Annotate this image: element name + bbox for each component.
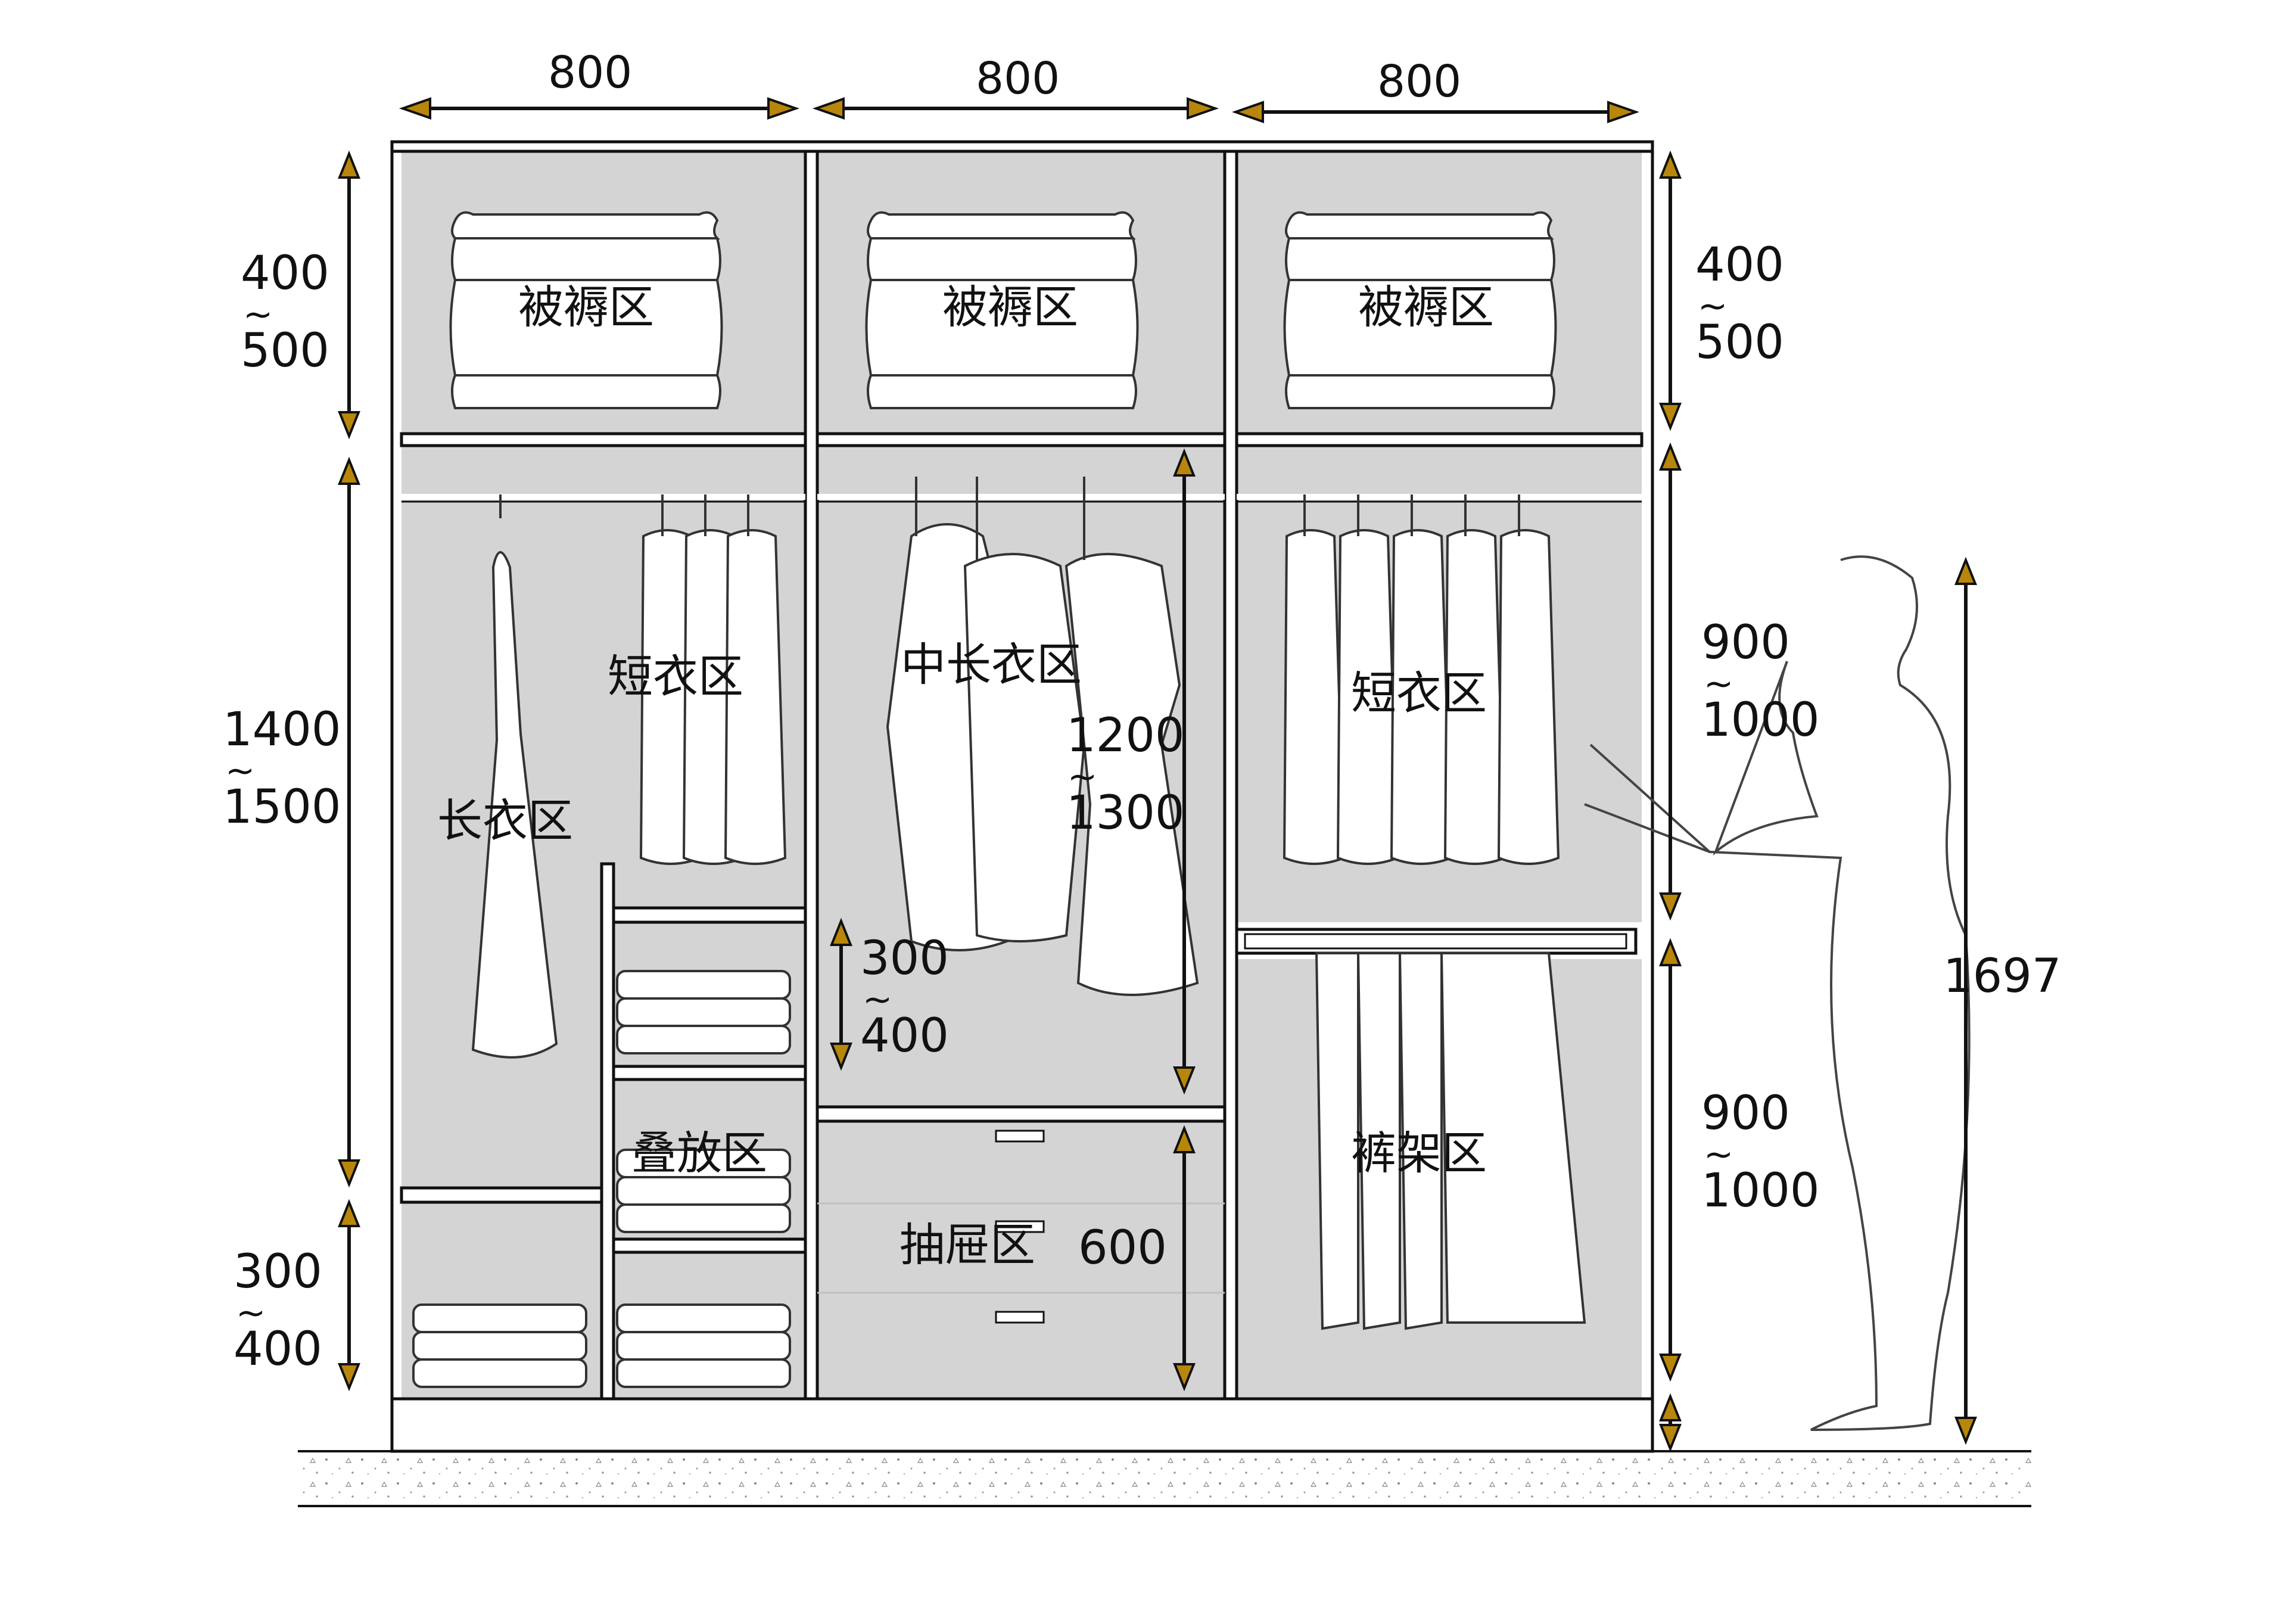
dim-mid-hang-a: 1200 (1066, 709, 1185, 763)
width-label-right: 800 (1377, 56, 1462, 107)
dim-left-mid-b: 1500 (223, 780, 341, 834)
dim-right-top-b: 500 (1695, 316, 1784, 369)
zone-medium-long: 中长衣区 (901, 638, 1082, 691)
bedding-stacks (449, 211, 1557, 409)
dim-arrow-right-mid (1659, 442, 1682, 921)
dim-left-bot-b: 400 (234, 1323, 322, 1376)
hanging-garments (471, 477, 1586, 1330)
dim-arrow-left-top (338, 150, 360, 440)
trousers (1315, 952, 1586, 1330)
floor (298, 1450, 2031, 1507)
dim-right-mid-b: 1000 (1701, 693, 1820, 747)
width-arrow-right (1231, 101, 1640, 123)
folded-clothes (412, 970, 791, 1388)
dim-left-top-b: 500 (241, 324, 329, 378)
dim-right-bot-tilde: ~ (1704, 1134, 1734, 1175)
width-label-left: 800 (548, 47, 633, 98)
dim-arrow-left-bot (338, 1199, 360, 1392)
zone-trousers: 裤架区 (1351, 1127, 1487, 1180)
folded-stack-fold-mid (616, 1149, 791, 1233)
dim-arrow-right-top (1659, 150, 1682, 431)
dim-left-mid-tilde: ~ (225, 750, 256, 792)
dim-mid-hang-tilde: ~ (1067, 756, 1098, 798)
dim-arrow-drawer (1173, 1125, 1196, 1392)
dim-drawer-height: 600 (1078, 1221, 1167, 1275)
short-shirts-right (1283, 494, 1560, 865)
dim-person-height: 1697 (1943, 950, 2062, 1003)
dim-left-bot-tilde: ~ (236, 1292, 266, 1334)
dim-mid-small-b: 400 (860, 1009, 949, 1063)
person-figure (1584, 555, 1971, 1431)
dim-right-bot-b: 1000 (1701, 1164, 1820, 1218)
dim-arrow-left-mid (338, 456, 360, 1188)
bedding-stack-left (449, 211, 723, 409)
zone-long: 长衣区 (437, 794, 573, 847)
zone-bedding-mid: 被褥区 (942, 281, 1078, 334)
dim-right-mid-tilde: ~ (1704, 663, 1734, 705)
folded-stack-fold-top (616, 970, 791, 1054)
dim-right-top-tilde: ~ (1698, 285, 1728, 327)
dim-right-mid-a: 900 (1701, 616, 1790, 670)
dim-right-bot-a: 900 (1701, 1087, 1790, 1140)
dim-arrow-person (1954, 556, 1977, 1445)
zone-drawer: 抽屉区 (899, 1218, 1035, 1271)
zone-bedding-left: 被褥区 (518, 281, 654, 334)
dim-arrow-right-plinth (1659, 1393, 1682, 1452)
zone-fold: 叠放区 (631, 1127, 767, 1180)
dim-right-top-a: 400 (1695, 238, 1784, 292)
dim-mid-small-tilde: ~ (863, 979, 893, 1021)
dim-left-top-tilde: ~ (243, 294, 273, 335)
long-coat (471, 494, 558, 1059)
zone-short-left: 短衣区 (608, 650, 743, 703)
folded-stack-left-bot (412, 1303, 587, 1388)
folded-stack-fold-bot (616, 1303, 791, 1388)
dimension-lines (338, 97, 1977, 1452)
dim-arrow-mid-small (830, 917, 852, 1071)
width-arrow-mid (812, 97, 1219, 120)
dim-left-mid-a: 1400 (223, 703, 341, 757)
dim-arrow-mid-hang (1173, 448, 1196, 1095)
zone-short-right: 短衣区 (1351, 667, 1487, 720)
dim-left-bot-a: 300 (234, 1245, 322, 1299)
short-shirts-left (639, 494, 787, 865)
bedding-stack-right (1283, 211, 1557, 409)
dim-left-top-a: 400 (241, 247, 329, 300)
dim-mid-small-a: 300 (860, 932, 949, 985)
medium-long-dresses (886, 477, 1199, 996)
width-arrow-left (399, 97, 800, 120)
dim-arrow-right-bot (1659, 938, 1682, 1382)
dim-mid-hang-b: 1300 (1066, 786, 1185, 840)
zone-bedding-right: 被褥区 (1358, 281, 1494, 334)
width-label-mid: 800 (976, 53, 1060, 104)
bedding-stack-mid (865, 211, 1139, 409)
